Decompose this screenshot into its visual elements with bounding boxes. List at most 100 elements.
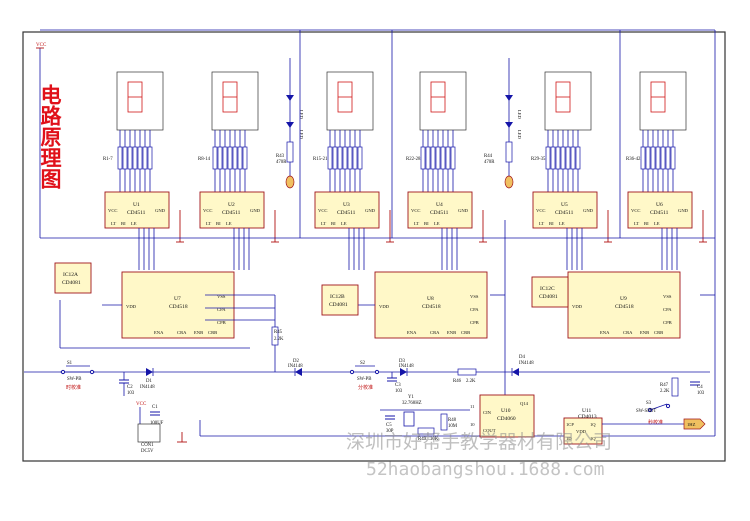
svg-text:10K: 10K	[430, 437, 439, 442]
resistor	[347, 146, 353, 170]
svg-text:C1: C1	[152, 405, 158, 410]
cap-c4: C4 103	[690, 381, 705, 396]
decoder-ref: U6	[656, 202, 663, 208]
svg-text:D3: D3	[399, 359, 405, 364]
svg-text:VCC: VCC	[36, 43, 47, 48]
vcc-top: VCC	[36, 43, 47, 238]
resistor	[435, 146, 441, 170]
pin-gnd: GND	[678, 208, 689, 213]
pin-lt: LT	[206, 221, 211, 226]
sheet-border	[22, 31, 726, 462]
resistor	[575, 146, 581, 170]
pin-le: LE	[131, 221, 137, 226]
resistor	[555, 146, 561, 170]
resistor	[450, 146, 456, 170]
gate-chip	[531, 276, 569, 308]
decoder-ref: U4	[436, 202, 443, 208]
switch-s1[interactable]: S1 SW-PB 时校准	[60, 361, 95, 391]
gate-ref: IC12A	[63, 272, 78, 278]
counter-ref: U7	[174, 296, 181, 302]
decoder-chip	[104, 191, 170, 229]
counter-pin-label: VSS	[217, 294, 226, 299]
pin-le: LE	[341, 221, 347, 226]
counter-pin-label: CRA	[177, 330, 187, 335]
pin-gnd: GND	[365, 208, 376, 213]
pin-bi: BI	[644, 221, 649, 226]
counter-chip	[374, 271, 488, 339]
decoder-chip	[407, 191, 473, 229]
svg-text:R49: R49	[418, 437, 427, 442]
decoder-chip	[314, 191, 380, 229]
flipflop-u11: U11 CD4013 1CP 1Q 1D 1Q VDD	[563, 408, 603, 445]
svg-text:R47: R47	[660, 383, 669, 388]
resistor	[645, 146, 651, 170]
svg-text:Y1: Y1	[408, 395, 414, 400]
svg-text:R45: R45	[274, 330, 283, 335]
resistor	[420, 146, 426, 170]
svg-text:LED: LED	[299, 110, 304, 120]
decoder-chip	[532, 191, 598, 229]
resistor	[222, 146, 228, 170]
and-gate-ic12b: IC12B CD4081	[321, 284, 359, 316]
decoder-part: CD4511	[337, 210, 356, 216]
switch-s3[interactable]: S3 SW-SPDT 秒校准	[636, 401, 671, 426]
svg-text:103: 103	[395, 389, 403, 394]
svg-text:SW-PB: SW-PB	[357, 377, 371, 382]
watermark-company: 深圳市好帮手教学器材有限公司	[346, 431, 612, 453]
diode-d4: D4 IN4148	[511, 355, 534, 376]
cap-c2: C2 103	[119, 372, 135, 396]
svg-text:1CP: 1CP	[566, 422, 574, 427]
cap-c3: C3 103	[387, 372, 403, 394]
decoder-chip	[627, 191, 693, 229]
svg-text:D1: D1	[146, 379, 152, 384]
svg-text:CIN: CIN	[483, 410, 492, 415]
pin-gnd: GND	[458, 208, 469, 213]
resistor	[232, 146, 238, 170]
resistor	[550, 146, 556, 170]
svg-text:1D: 1D	[566, 436, 572, 441]
svg-text:R44: R44	[484, 154, 493, 159]
power-input: VCC C1 100UF CON1 DC5V	[136, 402, 187, 454]
resistor-array-label: R36-42	[626, 157, 641, 162]
svg-text:CON1: CON1	[141, 443, 154, 448]
gate-ref: IC12B	[330, 294, 345, 300]
resistor	[650, 146, 656, 170]
gate-part: CD4081	[329, 302, 348, 308]
pin-vcc: VCC	[631, 208, 640, 213]
resistor	[445, 146, 451, 170]
svg-text:11: 11	[470, 404, 475, 409]
svg-text:R43: R43	[276, 154, 285, 159]
counter-pin-label: VDD	[572, 304, 583, 309]
svg-text:10: 10	[470, 422, 475, 427]
svg-text:S3: S3	[646, 401, 652, 406]
diode-d3: D3 IN4148	[399, 359, 414, 376]
counter-pin-label: CRB	[654, 330, 663, 335]
counter-part: CD4518	[615, 304, 634, 310]
title-text: 电路原理图	[38, 84, 62, 189]
resistor-array-label: R29-35	[531, 157, 546, 162]
resistor	[227, 146, 233, 170]
switch-s2[interactable]: S2 SW-PB 分校准	[349, 361, 380, 391]
resistor	[565, 146, 571, 170]
counter-chip	[121, 271, 235, 339]
resistor-r46: R46 2.2K	[453, 368, 477, 384]
gate-chip	[321, 284, 359, 316]
resistor	[440, 146, 446, 170]
svg-text:SW-SPDT: SW-SPDT	[636, 409, 656, 414]
resistor-r47: R47 2.2K	[660, 377, 679, 397]
counter-pin-label: VSS	[663, 294, 672, 299]
svg-text:D4: D4	[519, 355, 525, 360]
counter-ref: U8	[427, 296, 434, 302]
counter-part: CD4518	[422, 304, 441, 310]
svg-text:2.2K: 2.2K	[660, 389, 670, 394]
svg-text:COUT: COUT	[483, 428, 496, 433]
svg-text:C2: C2	[127, 385, 133, 390]
counter-pin-label: CPB	[663, 320, 672, 325]
